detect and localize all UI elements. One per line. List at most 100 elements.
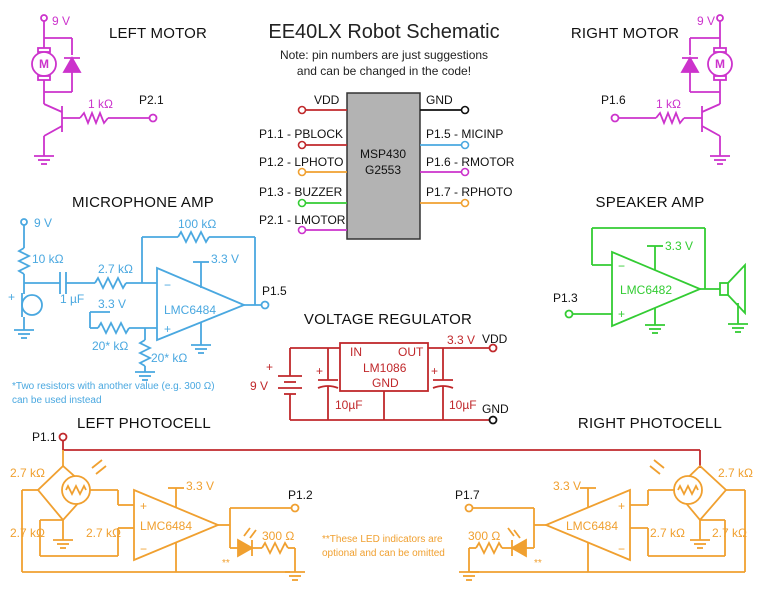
cap-out-plus: + — [431, 364, 438, 378]
right-photo-opamp-label: LMC6484 — [566, 519, 618, 533]
left-motor-supply: 9 V — [52, 14, 70, 28]
speaker-vcc: 3.3 V — [665, 239, 693, 253]
mic-divider-r2: 20* kΩ — [151, 351, 187, 365]
mic-cap: 1 µF — [60, 292, 84, 306]
regulator-chip-label: LM1086 — [363, 361, 407, 375]
left-photo-r3: 2.7 kΩ — [86, 526, 121, 540]
section-right-motor: RIGHT MOTOR — [571, 25, 679, 42]
mic-plus: + — [8, 290, 15, 304]
battery-voltage: 9 V — [250, 379, 268, 393]
mcu-name-1: MSP430 — [360, 147, 406, 161]
section-left-motor: LEFT MOTOR — [109, 25, 207, 42]
mcu-block: MSP430 G2553 VDD P1.1 - PBLOCK P1.2 - LP… — [259, 92, 515, 240]
mic-opamp-label: LMC6484 — [164, 303, 216, 317]
mic-ref: 3.3 V — [98, 297, 126, 311]
section-left-photocell: LEFT PHOTOCELL — [77, 415, 211, 432]
right-photo-r3: 2.7 kΩ — [712, 526, 747, 540]
regulator-in: IN — [350, 345, 362, 359]
mcu-chip — [346, 92, 421, 240]
schematic-title: EE40LX Robot Schematic — [268, 21, 499, 43]
mcu-name-2: G2553 — [365, 163, 401, 177]
right-motor-resistor: 1 kΩ — [656, 97, 681, 111]
mcu-pin-p17: P1.7 - RPHOTO — [426, 185, 512, 199]
note-line-2: and can be changed in the code! — [297, 64, 471, 78]
regulator-gnd: GND — [372, 376, 399, 390]
speaker-icon — [719, 282, 729, 296]
led-note-1: **These LED indicators are — [322, 534, 443, 545]
right-photo-r1: 2.7 kΩ — [718, 466, 753, 480]
mcu-pin-gnd: GND — [426, 93, 453, 107]
speaker-opamp-icon — [611, 250, 703, 328]
mic-divider-r1: 20* kΩ — [92, 339, 128, 353]
right-motor-supply: 9 V — [697, 14, 715, 28]
left-photocell-circuit: 2.7 kΩ 2.7 kΩ 2.7 kΩ + − LMC6484 3.3 V P… — [10, 450, 313, 581]
right-motor-circuit: RIGHT MOTOR 9 V M 1 kΩ P1.6 — [571, 14, 733, 165]
mcu-pin-vdd: VDD — [314, 93, 340, 107]
right-led-resistor: 300 Ω — [468, 529, 500, 543]
left-motor-circuit: LEFT MOTOR 9 V M 1 kΩ P2.1 — [31, 14, 207, 165]
mic-input-resistor: 2.7 kΩ — [98, 262, 133, 276]
speaker-amp-circuit: SPEAKER AMP − + LMC6482 3.3 V P1.3 — [553, 194, 748, 334]
mcu-pin-p16: P1.6 - RMOTOR — [426, 155, 515, 169]
mic-out-pin: P1.5 — [262, 284, 287, 298]
regulator-output-voltage: 3.3 V — [447, 333, 475, 347]
right-photo-pin-out: P1.7 — [455, 488, 480, 502]
voltage-regulator-circuit: VOLTAGE REGULATOR IN OUT LM1086 GND + 9 … — [250, 311, 509, 425]
mic-bias-resistor: 10 kΩ — [32, 252, 64, 266]
mic-feedback-resistor: 100 kΩ — [178, 217, 216, 231]
left-motor-pin: P2.1 — [139, 93, 164, 107]
left-photo-plus: + — [140, 499, 147, 513]
left-photo-r2: 2.7 kΩ — [10, 526, 45, 540]
speaker-plus: + — [618, 307, 625, 321]
left-photo-pin-out: P1.2 — [288, 488, 313, 502]
right-motor-pin: P1.6 — [601, 93, 626, 107]
right-photo-plus: + — [618, 499, 625, 513]
mic-opamp-plus: + — [164, 322, 171, 336]
note-line-1: Note: pin numbers are just suggestions — [280, 48, 488, 62]
cap-in-plus: + — [316, 364, 323, 378]
mic-vcc: 3.3 V — [211, 252, 239, 266]
mcu-pin-p13: P1.3 - BUZZER — [259, 185, 343, 199]
section-speaker-amp: SPEAKER AMP — [596, 194, 705, 211]
right-photo-vcc: 3.3 V — [553, 479, 581, 493]
right-photo-minus: − — [618, 542, 625, 556]
battery-plus: + — [266, 360, 273, 374]
left-led-resistor: 300 Ω — [262, 529, 294, 543]
speaker-minus: − — [618, 259, 625, 273]
mic-supply: 9 V — [34, 216, 52, 230]
left-motor-diode-icon — [62, 56, 82, 73]
mic-amp-circuit: MICROPHONE AMP 9 V 10 kΩ + 1 µF 2.7 kΩ 1… — [8, 194, 287, 406]
regulator-out: OUT — [398, 345, 424, 359]
left-photo-r1: 2.7 kΩ — [10, 466, 45, 480]
mic-footnote-1: *Two resistors with another value (e.g. … — [12, 381, 215, 392]
left-photo-pin-in: P1.1 — [32, 430, 57, 444]
regulator-cap-in: 10µF — [335, 398, 363, 412]
mcu-pin-p15: P1.5 - MICINP — [426, 127, 503, 141]
regulator-gnd-net: GND — [482, 402, 509, 416]
mcu-pin-p21: P2.1 - LMOTOR — [259, 213, 346, 227]
photocell-supply-line — [58, 432, 701, 468]
right-motor-diode-icon — [680, 56, 700, 73]
left-photo-vcc: 3.3 V — [186, 479, 214, 493]
left-motor-letter: M — [39, 57, 49, 71]
left-led-icon — [237, 538, 254, 558]
left-photo-minus: − — [140, 542, 147, 556]
left-photo-opamp-label: LMC6484 — [140, 519, 192, 533]
mic-minus: − — [164, 278, 171, 292]
mcu-pin-p11: P1.1 - PBLOCK — [259, 127, 343, 141]
section-mic-amp: MICROPHONE AMP — [72, 194, 214, 211]
mic-footnote-2: can be used instead — [12, 395, 102, 406]
microphone-icon — [21, 294, 43, 316]
mcu-pin-p12: P1.2 - LPHOTO — [259, 155, 343, 169]
right-led-icon — [510, 538, 527, 558]
regulator-cap-out: 10µF — [449, 398, 477, 412]
right-led-mark: ** — [534, 558, 542, 569]
speaker-opamp-label: LMC6482 — [620, 283, 672, 297]
regulator-vdd: VDD — [482, 332, 508, 346]
right-photocell-circuit: 2.7 kΩ 2.7 kΩ 2.7 kΩ + − LMC6484 3.3 V P… — [455, 459, 753, 581]
led-note-2: optional and can be omitted — [322, 548, 445, 559]
right-photo-r2: 2.7 kΩ — [650, 526, 685, 540]
section-voltage-regulator: VOLTAGE REGULATOR — [304, 311, 472, 328]
left-led-mark: ** — [222, 558, 230, 569]
